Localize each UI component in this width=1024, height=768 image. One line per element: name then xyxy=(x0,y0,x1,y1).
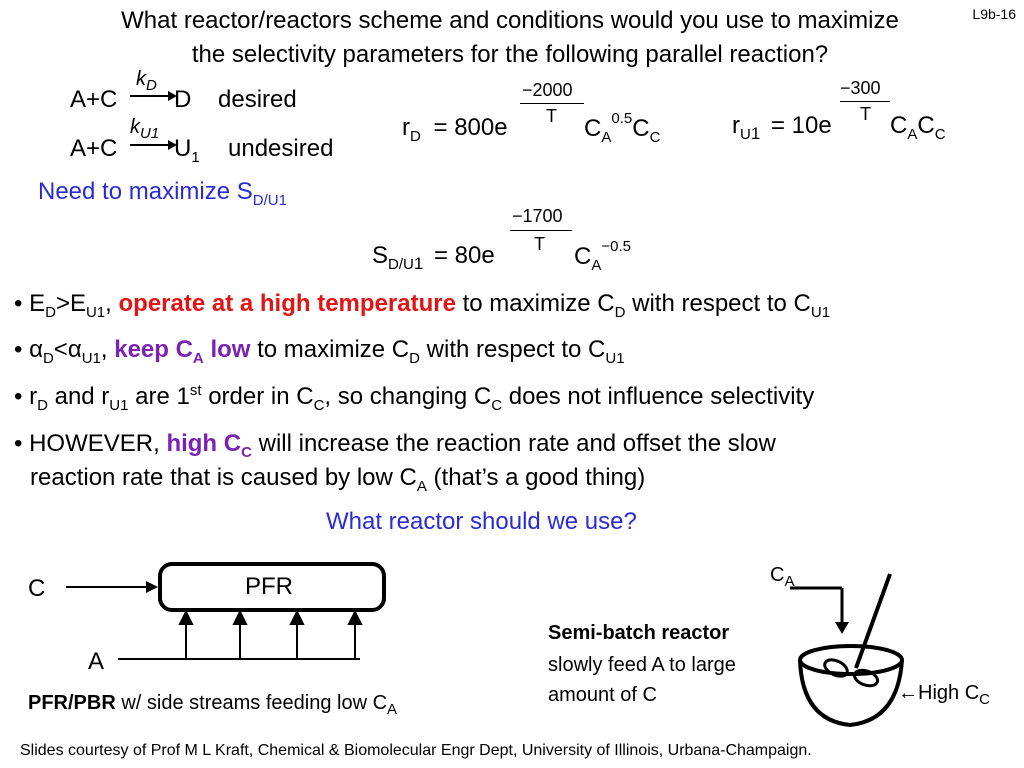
reaction-1-note: desired xyxy=(218,86,297,113)
rate-d-exp-denominator: T xyxy=(546,106,557,126)
reaction-1-product: D xyxy=(174,86,192,113)
rate-u-exp-denominator: T xyxy=(860,104,871,124)
bullet-concentration: • αD<αU1, keep CA low to maximize CD wit… xyxy=(14,336,625,367)
need-statement: Need to maximize SD/U1 xyxy=(38,178,287,209)
reaction-2-reactants: A+C xyxy=(70,135,118,162)
semibatch-line2: slowly feed A to large xyxy=(548,654,736,676)
selectivity-exp-denominator: T xyxy=(534,234,545,254)
semibatch-high-cc: ←High CC xyxy=(898,682,990,708)
rate-d-concentrations: CA0.5CC xyxy=(584,110,661,146)
slide-title-line1: What reactor/reactors scheme and conditi… xyxy=(121,7,899,34)
rate-u-equation: rU1 = 10e xyxy=(732,112,832,143)
pfr-feed-c-label: C xyxy=(28,575,46,602)
reaction-2-arrow-icon xyxy=(130,140,177,150)
rate-d-exp-numerator: −2000 xyxy=(522,80,573,100)
selectivity-equation: SD/U1 = 80e xyxy=(372,242,495,273)
selectivity-concentration: CA−0.5 xyxy=(574,238,631,274)
semibatch-vessel-icon xyxy=(790,573,904,728)
pfr-flow-arrows-icon xyxy=(66,581,363,660)
slide-number: L9b-16 xyxy=(972,6,1016,22)
bullet-however-line2: reaction rate that is caused by low CA (… xyxy=(30,464,646,495)
pfr-label: PFR xyxy=(245,573,293,600)
slide-title-line2: the selectivity parameters for the follo… xyxy=(191,41,829,68)
rate-d-fraction-bar xyxy=(520,103,584,104)
rate-u-exp-numerator: −300 xyxy=(840,78,881,98)
pfr-feed-a-label: A xyxy=(88,648,105,675)
bullet-temperature: • ED>EU1, operate at a high temperature … xyxy=(14,290,831,321)
bullet-however: • HOWEVER, high CC will increase the rea… xyxy=(14,430,776,461)
selectivity-exp-numerator: −1700 xyxy=(512,206,563,226)
rate-d-equation: rD = 800e xyxy=(402,114,508,145)
reaction-1-reactants: A+C xyxy=(70,86,118,113)
semibatch-title: Semi-batch reactor xyxy=(548,622,730,644)
pfr-caption: PFR/PBR w/ side streams feeding low CA xyxy=(28,692,398,718)
footer-credit: Slides courtesy of Prof M L Kraft, Chemi… xyxy=(20,742,812,759)
semibatch-feed-label: CA xyxy=(770,564,795,590)
reaction-1-rate-constant: kD xyxy=(136,68,157,94)
reactor-question: What reactor should we use? xyxy=(326,508,637,535)
rate-u-fraction-bar xyxy=(840,101,890,102)
semibatch-line3: amount of C xyxy=(548,684,657,706)
reaction-1: A+C xyxy=(70,86,117,114)
reaction-1-arrow-icon xyxy=(130,91,177,101)
bullet-order: • rD and rU1 are 1st order in CC, so cha… xyxy=(14,382,815,414)
selectivity-fraction-bar xyxy=(510,230,572,231)
rate-u-concentrations: CACC xyxy=(890,112,946,143)
reaction-2-product: U1 xyxy=(174,135,200,166)
reaction-2-note: undesired xyxy=(228,135,334,162)
pfr-reactor xyxy=(158,562,386,612)
reaction-2-rate-constant: kU1 xyxy=(130,116,160,142)
